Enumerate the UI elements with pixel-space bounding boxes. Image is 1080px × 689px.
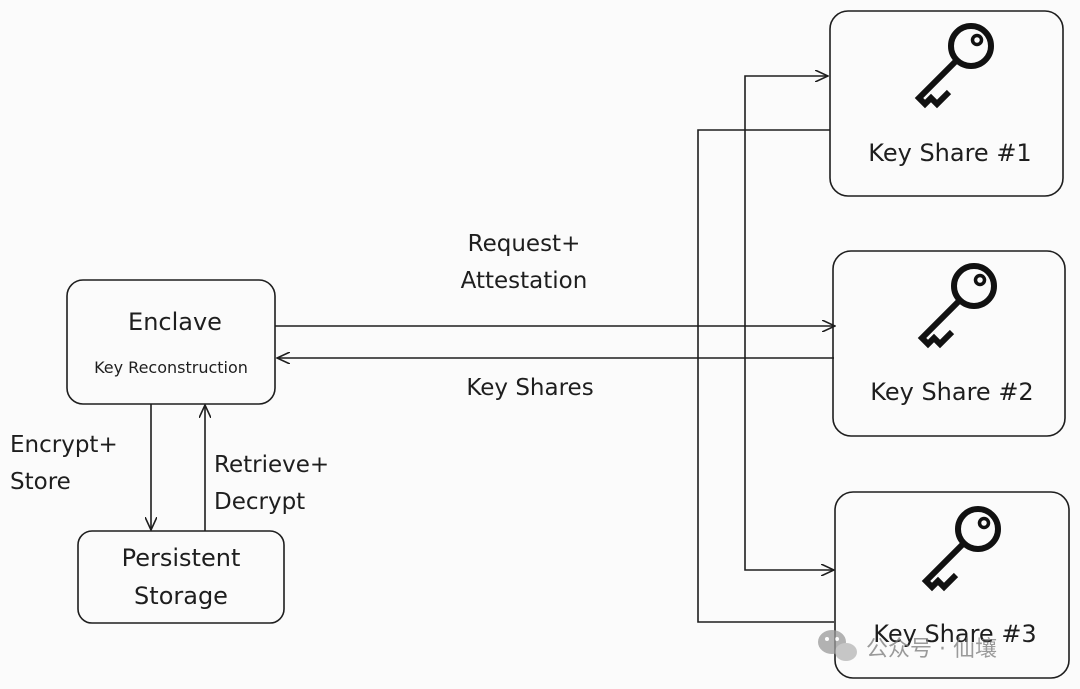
retrieve-label-line1: Retrieve+	[214, 452, 329, 478]
key-icon	[926, 509, 998, 587]
persistent-storage-box[interactable]: Persistent Storage	[77, 530, 285, 624]
request-branch-keyshare1	[744, 76, 828, 330]
retrieve-label-line2: Decrypt	[214, 489, 305, 515]
enclave-box[interactable]: Enclave Key Reconstruction	[66, 279, 276, 405]
key-share-1-box[interactable]: Key Share #1	[829, 10, 1064, 197]
key-share-3-label: Key Share #3	[873, 620, 1036, 648]
encrypt-label-line2: Store	[10, 469, 71, 495]
storage-line1: Persistent	[122, 544, 241, 572]
wechat-icon	[818, 630, 857, 661]
encrypt-label-line1: Encrypt+	[10, 432, 118, 458]
request-label-line1: Request+	[468, 231, 581, 257]
key-share-2-box[interactable]: Key Share #2	[832, 250, 1066, 437]
request-branch-keyshare3	[744, 330, 834, 570]
key-share-1-label: Key Share #1	[868, 139, 1031, 167]
watermark-text: 公众号 · 仙壤	[866, 637, 997, 662]
storage-line2: Storage	[134, 582, 228, 610]
key-share-2-label: Key Share #2	[870, 378, 1033, 406]
key-shares-label: Key Shares	[466, 375, 593, 401]
enclave-title: Enclave	[128, 308, 222, 336]
return-branch-keyshare3	[697, 356, 834, 623]
enclave-subtitle: Key Reconstruction	[94, 358, 248, 377]
request-label-line2: Attestation	[461, 268, 588, 294]
key-share-3-box[interactable]: Key Share #3	[834, 491, 1070, 679]
key-icon	[922, 266, 994, 344]
key-icon	[919, 26, 991, 104]
watermark: 公众号 · 仙壤	[818, 630, 997, 662]
return-branch-keyshare1	[697, 129, 830, 356]
